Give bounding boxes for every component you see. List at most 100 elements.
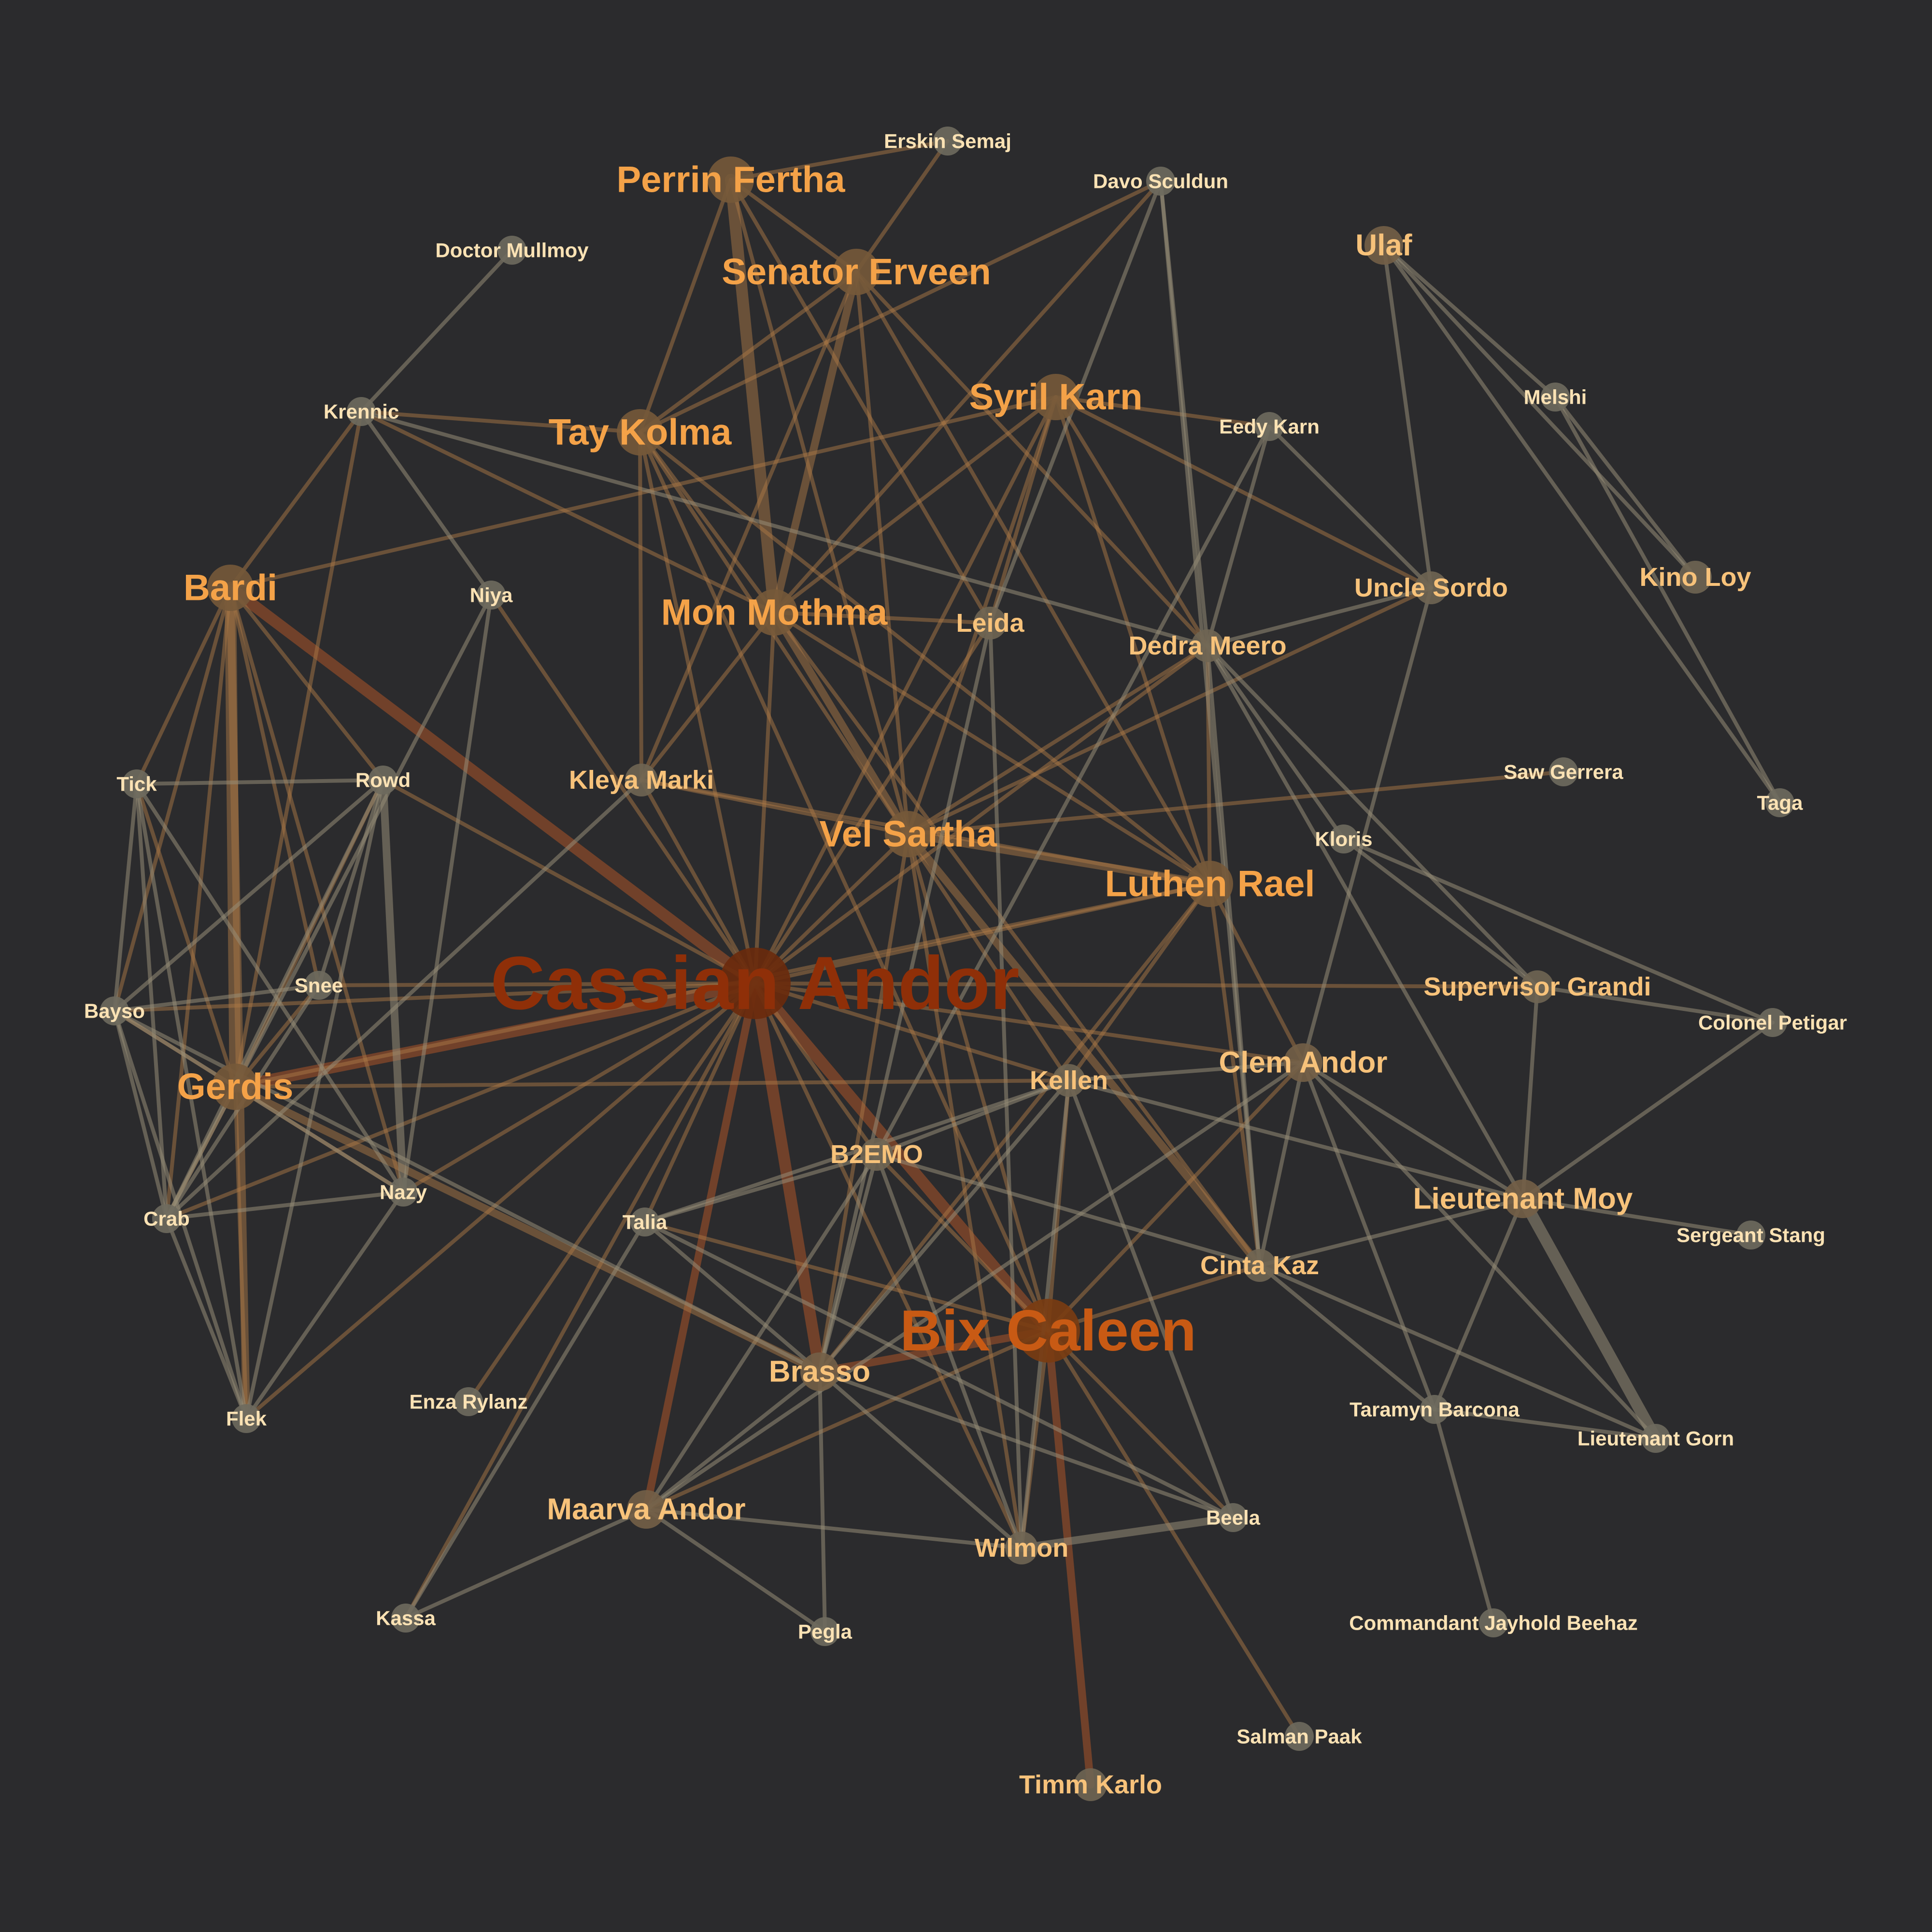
node-kloris[interactable] xyxy=(1329,824,1358,853)
node-krennic[interactable] xyxy=(347,397,376,426)
edge-cassian-rowd xyxy=(381,778,757,985)
node-label-maarva: Maarva Andor xyxy=(547,1493,745,1526)
node-beehaz[interactable] xyxy=(1479,1608,1508,1637)
node-label-dedra: Dedra Meero xyxy=(1128,631,1286,660)
edge-erveen-kleya xyxy=(639,270,858,782)
edge-tay-bix xyxy=(638,430,1050,1333)
node-sordo[interactable] xyxy=(1415,571,1448,604)
node-cinta[interactable] xyxy=(1243,1249,1276,1282)
node-enza[interactable] xyxy=(454,1387,483,1416)
edge-rowd-bayso xyxy=(113,778,385,1013)
node-mon[interactable] xyxy=(751,589,797,636)
edge-ulaf-sordo xyxy=(1382,243,1433,590)
node-kleya[interactable] xyxy=(625,764,658,796)
node-davo[interactable] xyxy=(1146,167,1175,196)
edge-kloris-grandi xyxy=(1342,837,1539,989)
node-leida[interactable] xyxy=(974,607,1007,639)
edge-ulaf-melshi xyxy=(1382,243,1557,399)
node-flek[interactable] xyxy=(232,1404,261,1433)
node-talia[interactable] xyxy=(630,1208,659,1236)
node-pegla[interactable] xyxy=(810,1617,839,1646)
edge-bardi-flek xyxy=(227,584,250,1422)
node-erveen[interactable] xyxy=(833,249,880,295)
node-label-beela: Beela xyxy=(1206,1506,1261,1529)
edge-dedra-cinta xyxy=(1206,644,1262,1267)
node-beela[interactable] xyxy=(1219,1503,1248,1532)
node-bardi[interactable] xyxy=(207,565,254,611)
edge-luthen-brasso xyxy=(818,882,1212,1374)
node-brasso[interactable] xyxy=(800,1352,839,1391)
edge-clem-gorn xyxy=(1301,1061,1658,1440)
edge-mon-luthen xyxy=(772,611,1212,886)
node-niya[interactable] xyxy=(477,581,506,610)
node-label-tick: Tick xyxy=(116,773,157,796)
node-dedra[interactable] xyxy=(1191,629,1224,662)
node-taramyn[interactable] xyxy=(1420,1395,1449,1424)
edge-brasso-talia xyxy=(643,1220,822,1374)
node-kino[interactable] xyxy=(1679,561,1712,594)
edge-vel-brasso xyxy=(818,832,910,1374)
edge-cassian-bix xyxy=(749,978,1054,1336)
node-nazy[interactable] xyxy=(389,1178,418,1207)
node-bayso[interactable] xyxy=(100,996,129,1025)
node-mullmoy[interactable] xyxy=(497,236,526,265)
node-perrin[interactable] xyxy=(708,156,754,203)
node-syril[interactable] xyxy=(1033,374,1079,420)
node-vel[interactable] xyxy=(885,811,931,857)
node-label-erskin: Erskin Semaj xyxy=(884,130,1011,153)
node-label-leida: Leida xyxy=(956,609,1024,638)
node-eedy[interactable] xyxy=(1255,412,1284,441)
node-salman[interactable] xyxy=(1285,1722,1314,1751)
node-luthen[interactable] xyxy=(1187,861,1233,907)
node-label-syril: Syril Karn xyxy=(969,377,1142,418)
node-erskin[interactable] xyxy=(933,127,962,156)
node-maarva[interactable] xyxy=(627,1490,666,1529)
node-melshi[interactable] xyxy=(1541,383,1570,412)
edge-dedra-grandi xyxy=(1206,644,1539,989)
node-kellen[interactable] xyxy=(1052,1064,1085,1097)
node-crab[interactable] xyxy=(152,1204,181,1233)
node-label-colonel: Colonel Petigar xyxy=(1698,1011,1847,1034)
edge-luthen-kellen xyxy=(1067,882,1212,1082)
edge-b2emo-maarva xyxy=(644,1152,879,1511)
node-grandi[interactable] xyxy=(1521,970,1554,1003)
edge-kellen-beela xyxy=(1067,1079,1235,1520)
node-wilmon[interactable] xyxy=(1005,1532,1038,1564)
node-taga[interactable] xyxy=(1765,788,1794,817)
edge-tick-rowd xyxy=(135,778,385,786)
node-stang[interactable] xyxy=(1736,1221,1765,1250)
node-colonel[interactable] xyxy=(1758,1008,1787,1037)
node-gerdis[interactable] xyxy=(212,1064,258,1110)
node-label-cinta: Cinta Kaz xyxy=(1200,1251,1319,1280)
node-kassa[interactable] xyxy=(391,1604,420,1633)
edge-cassian-brasso xyxy=(749,978,825,1378)
edge-luthen-syril xyxy=(1054,395,1212,886)
node-tick[interactable] xyxy=(122,769,151,798)
edge-syril-leida xyxy=(988,395,1058,625)
edge-bix-timm xyxy=(1044,1327,1094,1789)
edge-clem-maarva xyxy=(644,1061,1305,1511)
node-tay[interactable] xyxy=(617,409,663,455)
node-saw[interactable] xyxy=(1549,757,1578,786)
edge-maarva-kassa xyxy=(404,1507,648,1620)
edge-krennic-niya xyxy=(359,410,493,597)
node-label-gerdis: Gerdis xyxy=(177,1066,294,1108)
node-timm[interactable] xyxy=(1074,1768,1107,1801)
node-label-tay: Tay Kolma xyxy=(549,412,732,453)
node-cassian[interactable] xyxy=(719,948,791,1019)
edge-syril-bardi xyxy=(228,395,1058,590)
node-bix[interactable] xyxy=(1016,1299,1080,1363)
node-ulaf[interactable] xyxy=(1364,226,1403,265)
edge-vel-perrin xyxy=(729,178,910,836)
node-snee[interactable] xyxy=(304,971,333,1000)
node-label-snee: Snee xyxy=(295,974,343,997)
node-label-enza: Enza Rylanz xyxy=(409,1391,527,1413)
node-b2emo[interactable] xyxy=(860,1138,893,1171)
node-clem[interactable] xyxy=(1284,1043,1322,1082)
node-gorn[interactable] xyxy=(1641,1424,1670,1453)
edge-cassian-kleya xyxy=(639,778,757,985)
edge-davo-tay xyxy=(638,179,1163,434)
node-moy[interactable] xyxy=(1504,1179,1542,1218)
edge-talia-kassa xyxy=(404,1220,647,1620)
node-rowd[interactable] xyxy=(369,766,398,795)
